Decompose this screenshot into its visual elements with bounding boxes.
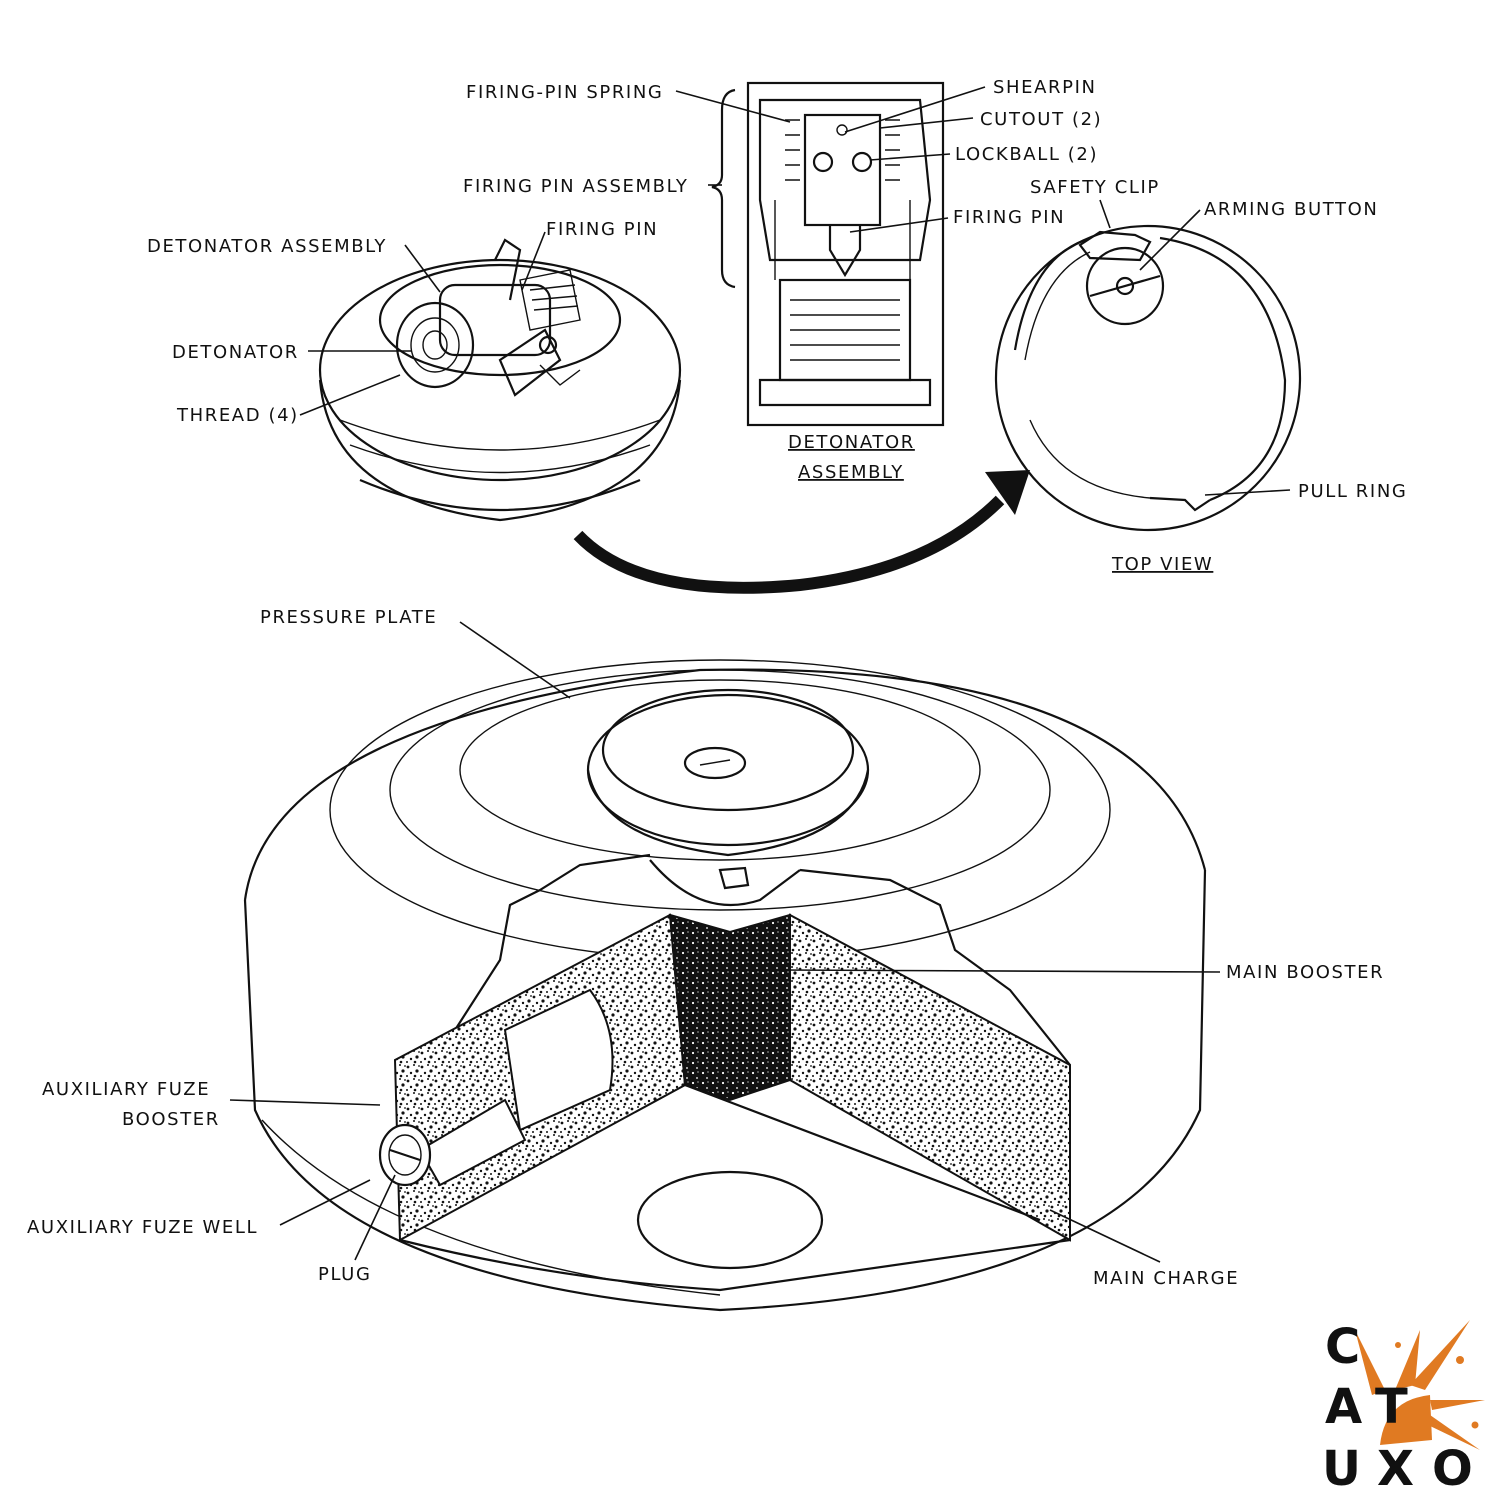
label-aux-fuze-booster-line2: BOOSTER (122, 1109, 220, 1130)
label-firing-pin-spring: FIRING-PIN SPRING (466, 82, 663, 103)
fuze-perspective-drawing (318, 238, 682, 522)
label-lockball: LOCKBALL (2) (955, 144, 1098, 165)
mine-body-drawing (243, 659, 1207, 1312)
detonator-assembly-section (711, 81, 945, 427)
label-firing-pin-assembly: FIRING PIN ASSEMBLY (463, 176, 688, 197)
label-cutout: CUTOUT (2) (980, 109, 1102, 130)
logo-letter-x: X (1377, 1441, 1414, 1497)
logo-letter-c: C (1325, 1319, 1360, 1375)
label-arming-button: ARMING BUTTON (1204, 199, 1378, 220)
label-detonator: DETONATOR (172, 342, 299, 363)
caption-detonator-assembly-line2: ASSEMBLY (798, 462, 904, 483)
transition-arrow (573, 470, 1030, 594)
label-detonator-assembly: DETONATOR ASSEMBLY (147, 236, 387, 257)
top-view-drawing (994, 224, 1302, 532)
label-pull-ring: PULL RING (1298, 481, 1407, 502)
label-main-charge: MAIN CHARGE (1093, 1268, 1239, 1289)
label-pressure-plate: PRESSURE PLATE (260, 607, 437, 628)
label-plug: PLUG (318, 1264, 372, 1285)
leader-lines (229, 86, 1291, 1263)
caption-top-view: TOP VIEW (1111, 554, 1213, 575)
cat-uxo-logo: C A T U X O (1300, 1300, 1500, 1500)
label-firing-pin-left: FIRING PIN (546, 219, 658, 240)
label-thread: THREAD (4) (176, 405, 299, 426)
label-aux-fuze-well: AUXILIARY FUZE WELL (27, 1217, 258, 1238)
label-safety-clip: SAFETY CLIP (1030, 177, 1160, 198)
labels: FIRING-PIN SPRING FIRING PIN ASSEMBLY DE… (27, 77, 1407, 1289)
logo-letter-o: O (1432, 1441, 1473, 1497)
logo-burst-icon (1355, 1320, 1485, 1450)
caption-detonator-assembly-line1: DETONATOR (788, 432, 915, 453)
label-shearpin: SHEARPIN (993, 77, 1097, 98)
label-main-booster: MAIN BOOSTER (1226, 962, 1384, 983)
logo-letter-a: A (1325, 1379, 1362, 1435)
label-aux-fuze-booster-line1: AUXILIARY FUZE (42, 1079, 210, 1100)
logo-letter-t: T (1375, 1379, 1408, 1435)
label-firing-pin-center: FIRING PIN (953, 207, 1065, 228)
logo-letter-u: U (1322, 1441, 1361, 1497)
